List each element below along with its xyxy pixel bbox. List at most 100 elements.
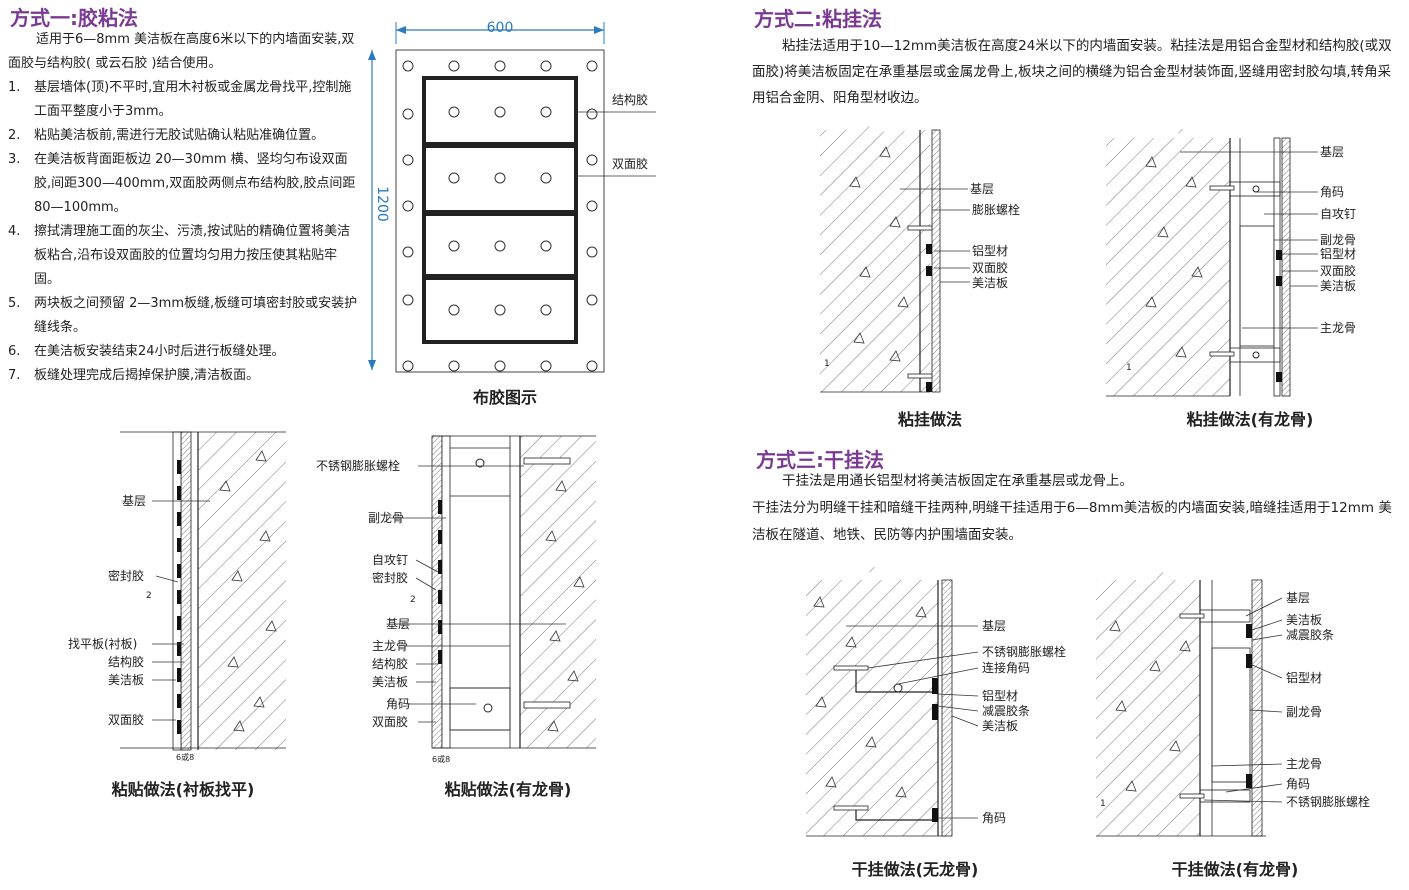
- label-structural: 结构胶: [372, 656, 408, 671]
- aggregate-mark: [813, 596, 825, 608]
- base-wall: [198, 432, 286, 750]
- bolt-icon: [833, 665, 869, 671]
- label-damping: 减震胶条: [982, 703, 1030, 718]
- label-corner: 角码: [982, 811, 1006, 825]
- label-base: 基层: [122, 494, 146, 508]
- base-wall: [1096, 564, 1200, 836]
- panel-board: [941, 579, 953, 837]
- double-tape-strips: [177, 460, 181, 734]
- tape-strip: [177, 460, 181, 474]
- aggregate-mark: [1185, 176, 1197, 188]
- step-num: 7.: [8, 368, 21, 383]
- aggregate-marks: [813, 596, 927, 798]
- aggregate-mark: [231, 570, 243, 582]
- arrow-left-icon: [396, 26, 406, 34]
- label-corner: 角码: [386, 697, 410, 711]
- label-double-tape: 双面胶: [612, 156, 648, 171]
- glue-dot: [540, 304, 552, 316]
- step-text: 板缝处理完成后揭掉保护膜,清洁板面。: [34, 368, 260, 383]
- height-label: 1200: [374, 186, 390, 222]
- label-screw: 自攻钉: [372, 553, 408, 567]
- aggregate-mark: [549, 630, 561, 642]
- aggregate-mark: [845, 636, 857, 648]
- aluminum-profiles: [1276, 250, 1282, 382]
- aggregate-mark: [889, 350, 901, 362]
- aggregate-mark: [233, 720, 245, 732]
- glue-dot: [402, 200, 414, 212]
- fig-keel-caption: 粘贴做法(有龙骨): [444, 780, 572, 799]
- screw-icon: [1252, 185, 1260, 193]
- step-item: 7. 板缝处理完成后揭掉保护膜,清洁板面。: [8, 364, 360, 388]
- label-connect-bracket: 连接角码: [982, 660, 1030, 675]
- screw-icon: [483, 703, 493, 713]
- fig3a-diagram: 基层 不锈钢膨胀螺栓 连接角码 铝型材 减震胶条 美洁板 角码: [806, 562, 1066, 837]
- step-text: 粘贴美洁板前,需进行无胶试贴确认粘贴准确位置。: [34, 128, 325, 143]
- aggregate-mark: [567, 670, 579, 682]
- label-panel: 美洁板: [982, 719, 1018, 733]
- aggregate-mark: [1109, 620, 1121, 632]
- glue-dot: [448, 240, 460, 252]
- aggregate-marks: [849, 146, 909, 362]
- method2-intro: 粘挂法适用于10—12mm美洁板在高度24米以下的内墙面安装。粘挂法是用铝合金型…: [752, 33, 1397, 111]
- method1-title: 方式一:胶粘法: [10, 6, 138, 30]
- screw-icon: [475, 458, 485, 468]
- aggregate-mark: [259, 530, 271, 542]
- label-main-keel: 主龙骨: [1320, 321, 1356, 335]
- glue-dot: [494, 60, 506, 72]
- label-num-2: 2: [146, 591, 152, 601]
- aggregate-mark: [1115, 700, 1127, 712]
- step-num: 2.: [8, 128, 21, 143]
- tape-strip: [438, 620, 442, 634]
- aluminum-profiles: [1246, 624, 1252, 788]
- glue-dot: [494, 360, 506, 372]
- fig-keel-diagram: 不锈钢膨胀螺栓 副龙骨 自攻钉 密封胶 2 基层 主龙骨 结构胶 美洁板 角码 …: [316, 435, 596, 764]
- fig3a-caption: 干挂做法(无龙骨): [851, 860, 979, 879]
- label-double-tape: 双面胶: [372, 714, 408, 729]
- aggregate-mark: [1145, 296, 1157, 308]
- aggregate-mark: [815, 696, 827, 708]
- aggregate-mark: [1145, 156, 1157, 168]
- bolt-icon: [523, 457, 571, 465]
- tape-strip: [438, 530, 442, 544]
- step-text: 在美洁板安装结束24小时后进行板缝处理。: [34, 344, 285, 359]
- glue-diagram-caption: 布胶图示: [472, 388, 537, 407]
- screw-icon: [893, 683, 903, 693]
- label-secondary-keel: 副龙骨: [1286, 705, 1322, 719]
- aggregate-marks: [1145, 156, 1203, 358]
- liner-board: [180, 431, 192, 751]
- panel-board: [1281, 137, 1291, 397]
- tape-strip: [438, 650, 442, 664]
- step-num: 4.: [8, 224, 21, 239]
- aggregate-mark: [915, 606, 927, 618]
- aggregate-mark: [825, 776, 837, 788]
- bolts: [1179, 613, 1205, 799]
- glue-dot: [402, 108, 414, 120]
- aggregate-marks: [219, 450, 277, 732]
- label-thickness: 6或8: [432, 754, 450, 764]
- aggregate-mark: [879, 146, 891, 158]
- tape-strip: [438, 560, 442, 574]
- base-wall: [806, 562, 938, 836]
- label-base: 基层: [1286, 591, 1310, 605]
- label-aluminum: 铝型材: [972, 243, 1008, 258]
- label-structural: 结构胶: [108, 654, 144, 669]
- connection-brackets: [855, 666, 938, 821]
- method3-title: 方式三:干挂法: [756, 448, 884, 472]
- label-bolt: 不锈钢膨胀螺栓: [316, 458, 400, 473]
- glue-dot: [402, 154, 414, 166]
- aggregate-mark: [895, 786, 907, 798]
- aggregate-mark: [865, 736, 877, 748]
- glue-dot: [448, 360, 460, 372]
- step-num: 1.: [8, 80, 21, 95]
- tape-strip: [177, 616, 181, 630]
- bolt-icon: [523, 701, 571, 709]
- label-base: 基层: [386, 617, 410, 631]
- glue-dot: [586, 108, 598, 120]
- method2-intro-text: 粘挂法适用于10—12mm美洁板在高度24米以下的内墙面安装。粘挂法是用铝合金型…: [752, 38, 1392, 106]
- label-sealant: 密封胶: [108, 568, 144, 583]
- fig2b-caption: 粘挂做法(有龙骨): [1186, 410, 1314, 429]
- step-num: 3.: [8, 152, 21, 167]
- label-double-tape: 双面胶: [1320, 263, 1356, 278]
- tape-strip: [177, 720, 181, 734]
- label-base: 基层: [982, 619, 1006, 633]
